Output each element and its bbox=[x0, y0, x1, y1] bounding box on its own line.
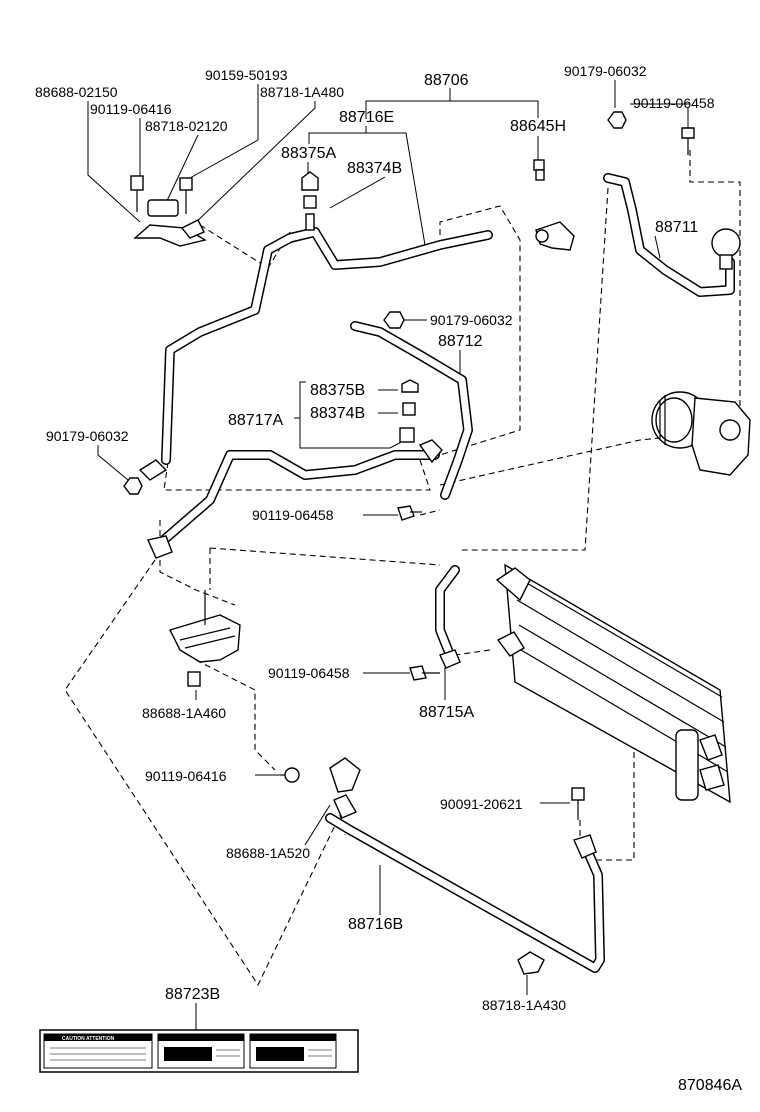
valve-88645h bbox=[533, 159, 545, 181]
pipe-88716b bbox=[325, 813, 605, 973]
fitting-88375a bbox=[301, 171, 319, 231]
label-90119-06416-low: 90119-06416 bbox=[145, 768, 227, 784]
bolt-90119-06458-low bbox=[409, 649, 461, 681]
label-88723B: 88723B bbox=[165, 986, 220, 1003]
hose-88716e bbox=[161, 227, 493, 465]
part-labels: 88688-02150 90119-06416 88718-02120 9015… bbox=[35, 63, 742, 1094]
bracket-88688-1a460 bbox=[169, 590, 241, 687]
label-88718-02120: 88718-02120 bbox=[145, 118, 228, 134]
nut-90179-06032-top bbox=[607, 111, 627, 129]
top-left-bracket-assembly bbox=[130, 175, 207, 247]
joint-88717a-end bbox=[399, 427, 443, 464]
label-90119-06458-top-right: 90119-06458 bbox=[633, 95, 715, 111]
label-88706: 88706 bbox=[424, 72, 469, 89]
label-88688-1A460: 88688-1A460 bbox=[142, 705, 226, 721]
label-88375B: 88375B bbox=[310, 382, 365, 399]
label-88374B-mid: 88374B bbox=[310, 405, 365, 422]
hose-88711 bbox=[603, 173, 735, 297]
bolt-90119-06458-top bbox=[681, 127, 695, 155]
nut-90179-06032-mid bbox=[383, 311, 405, 329]
label-88711: 88711 bbox=[655, 219, 698, 236]
label-88645H: 88645H bbox=[510, 118, 566, 135]
label-90119-06416-top: 90119-06416 bbox=[90, 101, 172, 117]
label-88715A: 88715A bbox=[419, 704, 474, 721]
bolt-90091-20621 bbox=[571, 787, 597, 859]
caution-label-88723b: CAUTION ATTENTION bbox=[39, 1029, 359, 1073]
fitting-nut-group bbox=[535, 221, 575, 251]
label-88716B: 88716B bbox=[348, 916, 403, 933]
label-90179-06032-left: 90179-06032 bbox=[46, 428, 129, 444]
receiver-on-88711 bbox=[711, 228, 741, 270]
label-90159-50193: 90159-50193 bbox=[205, 67, 288, 83]
leader-lines bbox=[87, 80, 690, 1030]
label-88688-1A520: 88688-1A520 bbox=[226, 845, 310, 861]
label-88712: 88712 bbox=[438, 333, 483, 350]
clamp-88717a-lower bbox=[147, 535, 173, 559]
bolt-90119-06458-mid bbox=[397, 505, 422, 521]
bracket-88688-1a520 bbox=[329, 757, 361, 819]
fittings-88375b-88374b bbox=[401, 379, 419, 416]
label-90091-20621: 90091-20621 bbox=[440, 796, 523, 812]
clamp-88718-1a430 bbox=[517, 951, 545, 975]
label-88718-1A480: 88718-1A480 bbox=[260, 84, 344, 100]
label-90119-06458-low: 90119-06458 bbox=[268, 665, 350, 681]
hose-88717a bbox=[153, 450, 440, 550]
label-90119-06458-mid: 90119-06458 bbox=[252, 507, 334, 523]
label-90179-06032-mid: 90179-06032 bbox=[430, 312, 513, 328]
label-90179-06032-top-right: 90179-06032 bbox=[564, 63, 647, 79]
condenser bbox=[495, 563, 731, 804]
caution-label-header: CAUTION ATTENTION bbox=[62, 1036, 115, 1042]
label-88717A: 88717A bbox=[228, 412, 283, 429]
diagram-code: 870846A bbox=[678, 1077, 742, 1094]
pipe-88715a bbox=[435, 565, 460, 655]
hose-88712 bbox=[350, 321, 473, 500]
label-88688-02150: 88688-02150 bbox=[35, 84, 118, 100]
compressor bbox=[651, 391, 751, 476]
label-88716E: 88716E bbox=[339, 109, 394, 126]
bolt-90119-06416-low bbox=[280, 767, 300, 783]
label-88718-1A430: 88718-1A430 bbox=[482, 997, 566, 1013]
label-88374B-top: 88374B bbox=[347, 160, 402, 177]
nut-90179-06032-left bbox=[123, 459, 168, 495]
label-88375A: 88375A bbox=[281, 145, 336, 162]
